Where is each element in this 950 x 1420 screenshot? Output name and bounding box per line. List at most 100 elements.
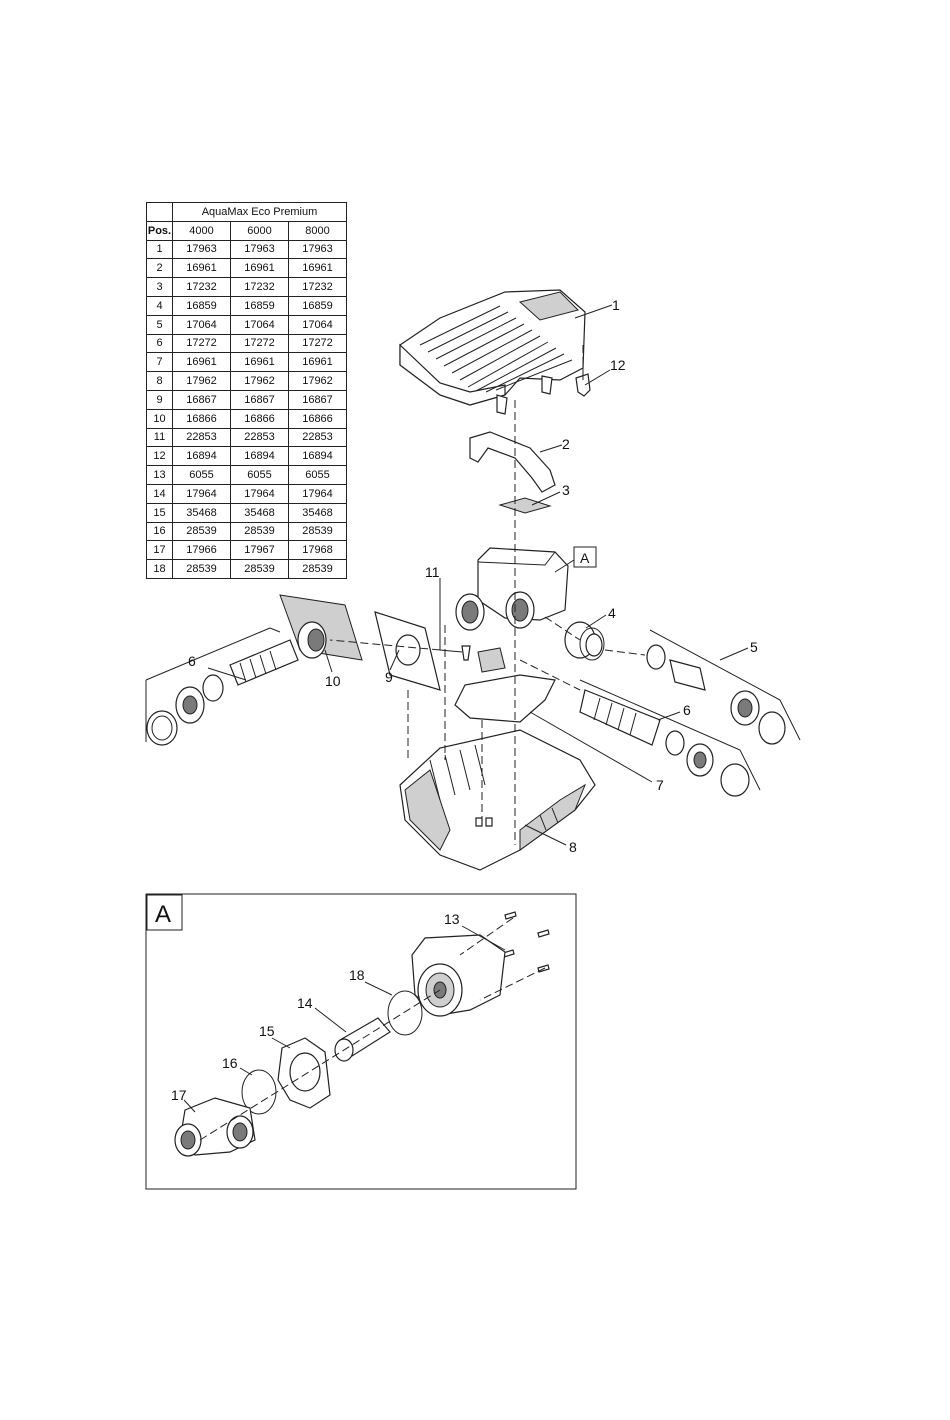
callout-7: 7 [656,777,664,793]
part-number-cell: 17272 [288,333,347,354]
part-number-cell: 16859 [172,295,231,316]
part-number-cell: 6055 [288,465,347,485]
part-2-bracket [469,431,556,493]
pos-cell: 14 [146,483,173,504]
callout-2: 2 [562,436,570,452]
part-number-cell: 28539 [230,521,289,542]
part-number-cell: 6055 [230,465,289,485]
pos-cell: 1 [146,239,173,260]
part-number-cell: 16961 [230,258,289,279]
part-number-cell: 28539 [172,521,231,542]
part-number-cell: 17967 [230,540,289,561]
part-number-cell: 16859 [288,295,347,316]
detail-box-a [145,893,577,1190]
part-number-cell: 17964 [172,483,231,504]
table-subheader-row: Pos. 4000 6000 8000 [146,220,347,241]
callout-16: 16 [222,1055,238,1071]
part-15-cover-plate [277,1037,331,1109]
part-7-holder [454,647,556,723]
part-number-cell: 17963 [288,239,347,260]
part-number-cell: 16961 [172,352,231,373]
callout-13: 13 [444,911,460,927]
table-blank-cell [146,202,173,222]
assembly-axes [329,345,646,845]
part-number-cell: 17232 [172,277,231,297]
part-9-plate [374,611,441,691]
part-3-pad [498,497,552,514]
part-number-cell: 17962 [230,371,289,391]
part-number-cell: 16961 [230,352,289,373]
callout-3: 3 [562,482,570,498]
part-5-hose-set [646,629,801,745]
pos-header: Pos. [146,220,173,241]
part-4-nut [564,621,605,661]
pos-cell: 9 [146,389,173,410]
part-number-cell: 35468 [172,502,231,523]
part-number-cell: 16894 [288,446,347,467]
part-number-cell: 22853 [230,427,289,448]
callout-14: 14 [297,995,313,1011]
callout-12: 12 [610,357,626,373]
part-number-cell: 17962 [288,371,347,391]
detail-box-label: A [155,901,171,928]
model-column-header: 6000 [230,220,289,241]
part-number-cell: 17232 [230,277,289,297]
pos-cell: 7 [146,352,173,373]
part-number-cell: 17964 [288,483,347,504]
part-number-cell: 16866 [230,408,289,429]
part-number-cell: 35468 [288,502,347,523]
part-number-cell: 16867 [172,389,231,410]
callout-17: 17 [171,1087,187,1103]
detail-marker-box [573,546,597,568]
part-1-cover [399,289,586,415]
callout-8: 8 [569,839,577,855]
part-number-cell: 17963 [172,239,231,260]
callout-18: 18 [349,967,365,983]
part-number-cell: 16867 [288,389,347,410]
part-number-cell: 28539 [288,559,347,579]
pos-cell: 2 [146,258,173,279]
part-number-cell: 28539 [172,559,231,579]
part-number-cell: 16866 [288,408,347,429]
part-number-cell: 17064 [172,314,231,335]
part-number-cell: 6055 [172,465,231,485]
callout-6-right: 6 [683,702,691,718]
part-8-base [399,729,596,871]
pos-cell: 16 [146,521,173,542]
pos-cell: 18 [146,559,173,579]
model-header: AquaMax Eco Premium [172,202,347,222]
callout-1: 1 [612,297,620,313]
detail-marker-label: A [580,550,590,566]
part-13-screws [502,911,550,973]
part-number-cell: 28539 [230,559,289,579]
pos-cell: 4 [146,295,173,316]
part-number-cell: 35468 [230,502,289,523]
part-number-cell: 17232 [288,277,347,297]
pos-cell: 12 [146,446,173,467]
part-number-cell: 16894 [172,446,231,467]
part-number-cell: 17272 [172,333,231,354]
pos-cell: 5 [146,314,173,335]
parts-table: AquaMax Eco Premium Pos. 4000 6000 8000 … [146,202,347,579]
table-header-row: AquaMax Eco Premium [146,202,347,222]
part-6-hose-left [145,627,299,746]
callout-15: 15 [259,1023,275,1039]
part-number-cell: 17968 [288,540,347,561]
part-number-cell: 17964 [230,483,289,504]
part-a-motor-unit [455,547,569,631]
detail-axes [199,917,546,1141]
part-number-cell: 16894 [230,446,289,467]
pos-cell: 17 [146,540,173,561]
part-number-cell: 17064 [288,314,347,335]
detail-leader-lines [183,925,506,1113]
